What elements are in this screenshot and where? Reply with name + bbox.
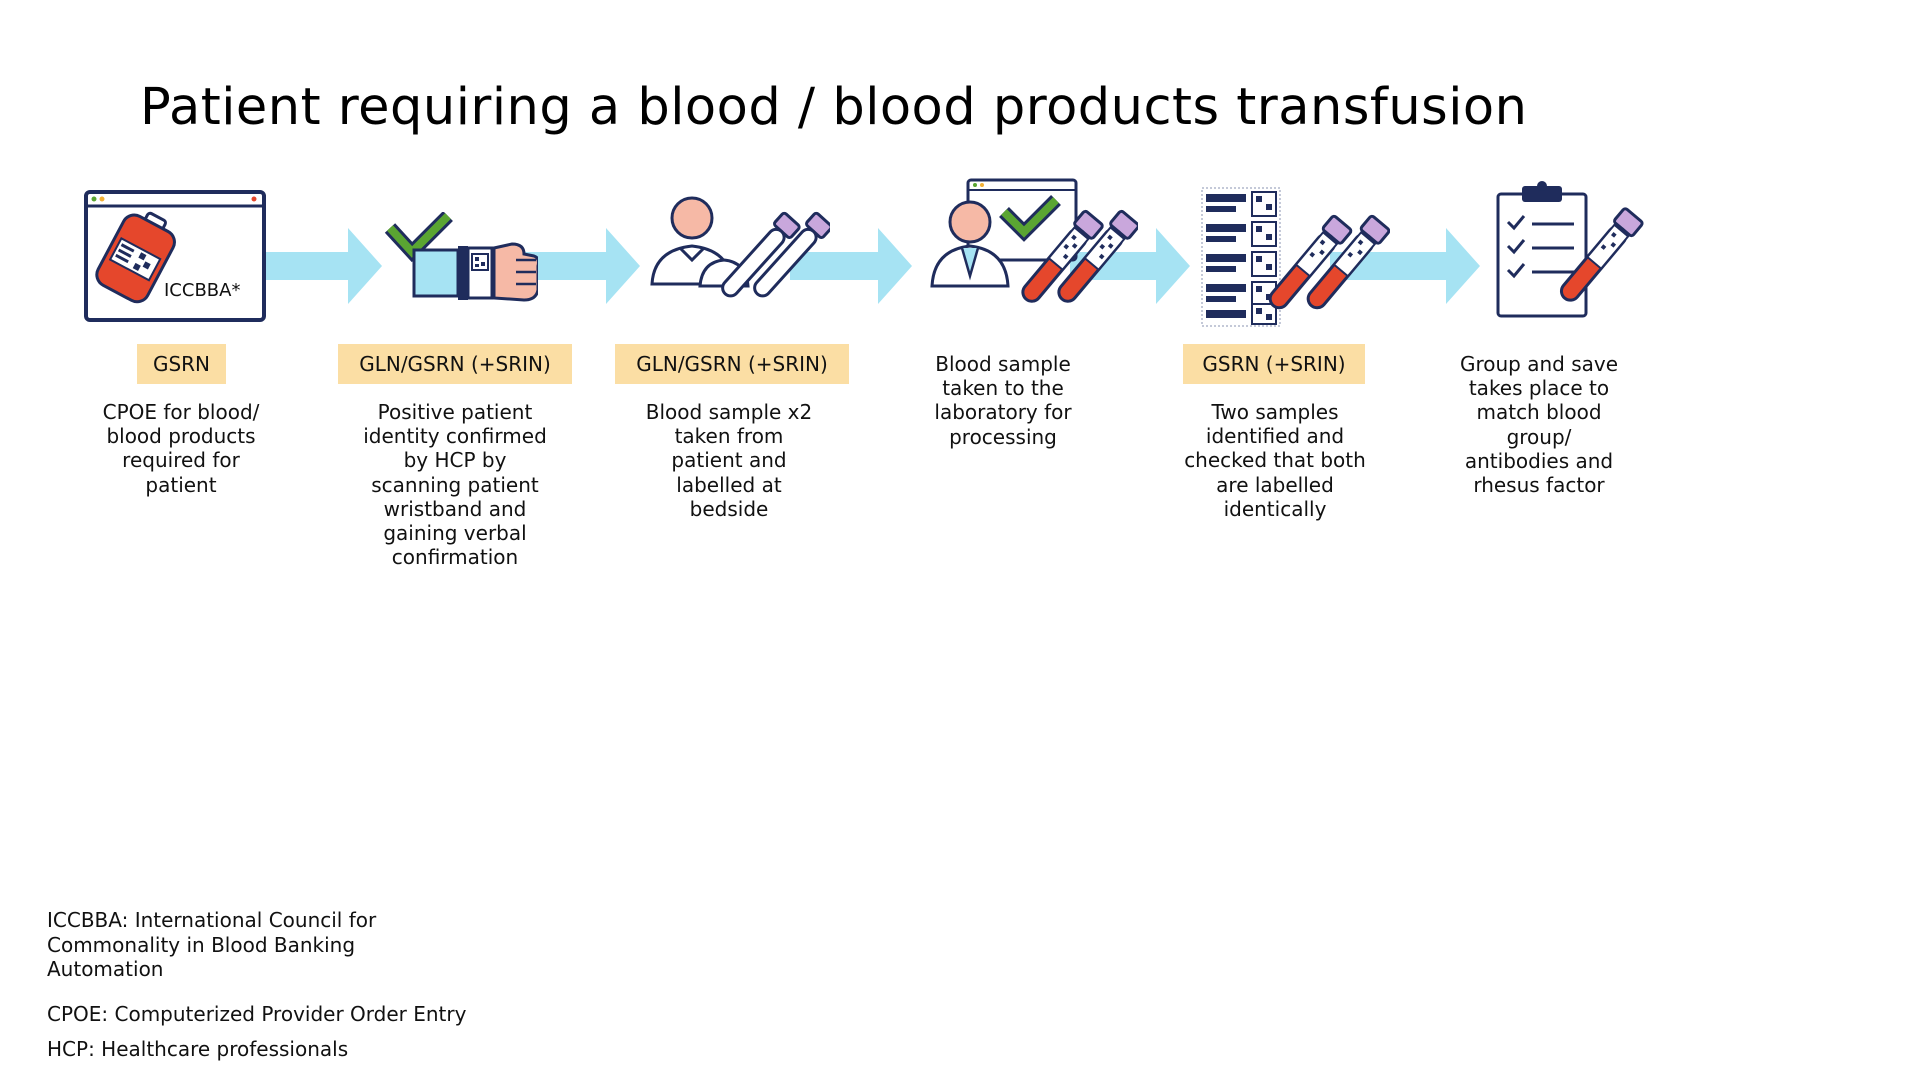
desc-line: Positive patient xyxy=(377,400,533,424)
footnote-cpoe: CPOE: Computerized Provider Order Entry xyxy=(47,1002,467,1026)
desc-line: Group and save xyxy=(1459,352,1619,376)
desc-step-3: Blood sample x2 taken from patient and l… xyxy=(614,400,844,521)
desc-line: takes place to xyxy=(1468,376,1610,401)
desc-step-2: Positive patient identity confirmed by H… xyxy=(340,400,570,569)
badge-step-3: GLN/GSRN (+SRIN) xyxy=(615,344,849,384)
desc-step-4: Blood sample taken to the laboratory for… xyxy=(888,352,1118,449)
desc-line: patient and xyxy=(671,448,787,473)
desc-line: group/ xyxy=(1506,424,1572,449)
desc-line: CPOE for blood/ xyxy=(102,400,260,424)
page-title: Patient requiring a blood / blood produc… xyxy=(140,78,1528,137)
desc-line: laboratory for xyxy=(934,400,1072,425)
flow-arrow-1 xyxy=(262,228,382,304)
desc-line: bedside xyxy=(689,496,769,521)
desc-line: blood products xyxy=(106,424,256,449)
footnote-line: ICCBBA: International Council for xyxy=(47,908,377,932)
flow-arrow-2 xyxy=(520,228,640,304)
footnote-line: Automation xyxy=(47,957,164,981)
barcode-list-tubes-icon xyxy=(1201,187,1390,327)
desc-line: Blood sample xyxy=(935,352,1071,376)
desc-line: taken to the xyxy=(942,376,1064,401)
desc-line: by HCP by xyxy=(403,448,507,473)
desc-line: checked that both xyxy=(1184,448,1366,473)
wristband-check-icon xyxy=(384,212,538,302)
footnote-line: Commonality in Blood Banking xyxy=(47,932,356,957)
iccbba-label: ICCBBA* xyxy=(164,280,241,301)
desc-line: rhesus factor xyxy=(1473,473,1605,498)
desc-line: processing xyxy=(949,424,1057,449)
desc-line: wristband and xyxy=(383,496,527,521)
desc-step-1: CPOE for blood/ blood products required … xyxy=(66,400,296,497)
doctor-lab-tubes-icon xyxy=(930,178,1138,303)
badge-step-5: GSRN (+SRIN) xyxy=(1183,344,1365,384)
flow-arrow-5 xyxy=(1330,228,1480,304)
desc-line: scanning patient xyxy=(371,472,539,497)
patient-sample-tubes-icon xyxy=(650,196,830,298)
desc-line: identically xyxy=(1223,496,1327,521)
desc-line: required for xyxy=(122,448,240,473)
flow-arrow-3 xyxy=(790,228,912,304)
desc-step-6: Group and save takes place to match bloo… xyxy=(1424,352,1654,497)
desc-line: labelled at xyxy=(676,472,782,497)
footnote-hcp: HCP: Healthcare professionals xyxy=(47,1037,349,1061)
desc-line: identified and xyxy=(1205,424,1345,449)
blood-bag-screen-icon: ICCBBA* xyxy=(84,190,266,324)
badge-step-1: GSRN xyxy=(137,344,226,384)
desc-line: patient xyxy=(145,472,217,497)
clipboard-tube-icon xyxy=(1496,181,1644,318)
desc-line: gaining verbal xyxy=(383,521,527,546)
desc-line: identity confirmed xyxy=(363,424,547,449)
desc-step-5: Two samples identified and checked that … xyxy=(1160,400,1390,521)
desc-line: are labelled xyxy=(1216,472,1334,497)
footnote-iccbba: ICCBBA: International Council for Common… xyxy=(47,908,376,982)
desc-line: Two samples xyxy=(1211,400,1339,424)
desc-line: confirmation xyxy=(391,545,519,570)
badge-step-2: GLN/GSRN (+SRIN) xyxy=(338,344,572,384)
desc-line: Blood sample x2 xyxy=(645,400,813,424)
flow-arrow-4 xyxy=(1070,228,1190,304)
desc-line: antibodies and xyxy=(1464,448,1614,473)
desc-line: match blood xyxy=(1476,400,1602,425)
desc-line: taken from xyxy=(674,424,784,449)
